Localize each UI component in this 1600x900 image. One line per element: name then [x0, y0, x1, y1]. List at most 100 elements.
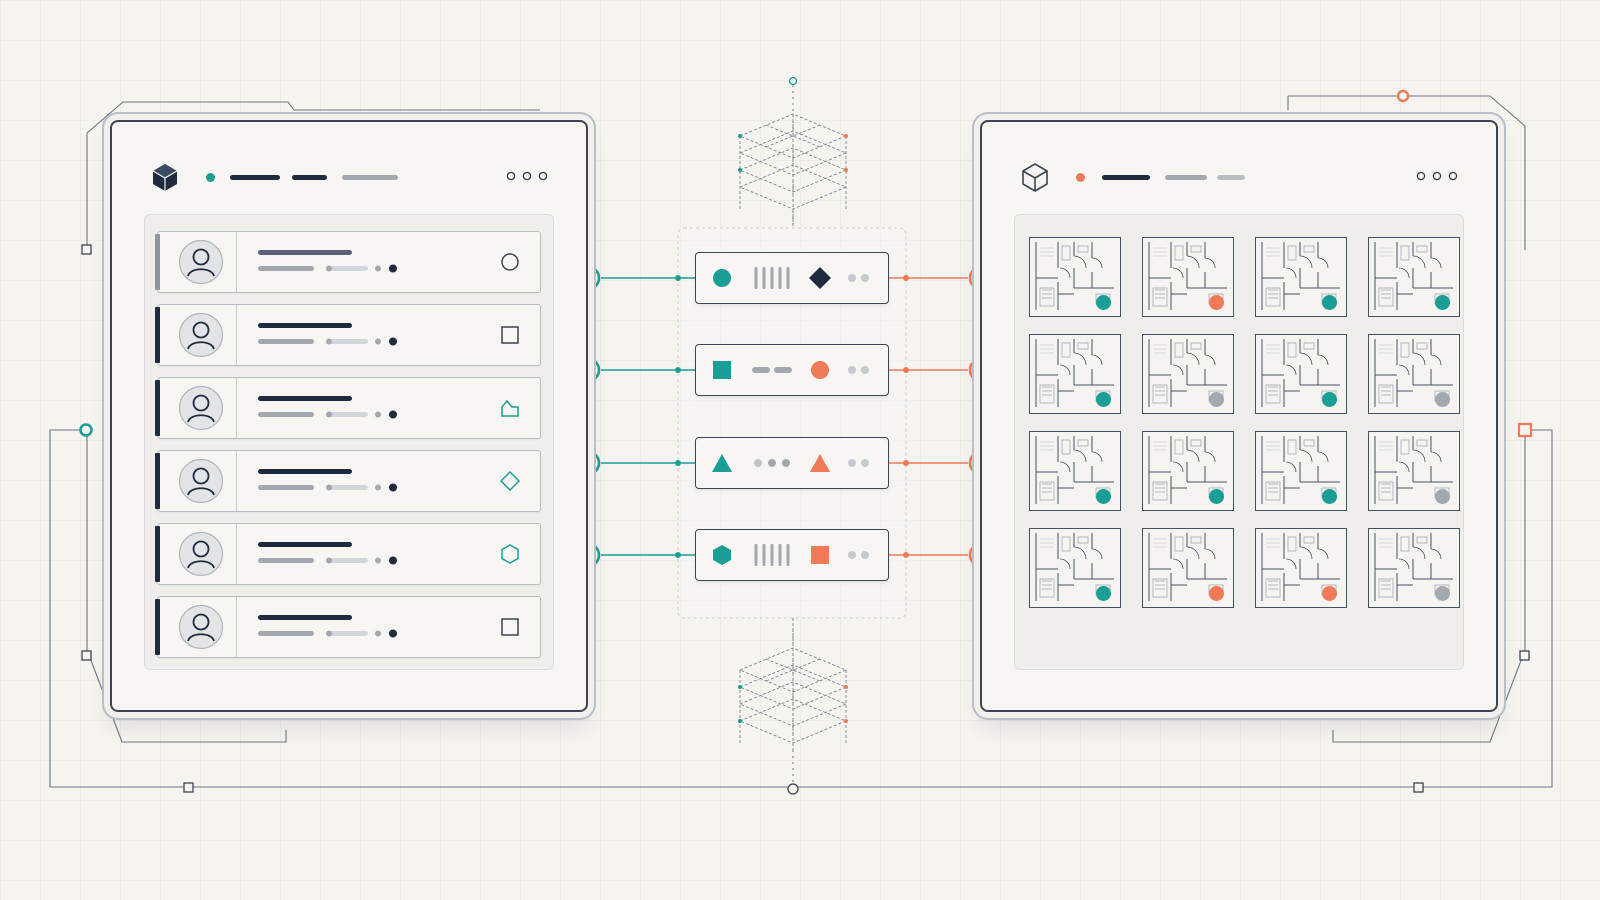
hexagon-outline-icon — [501, 544, 519, 564]
status-dot-teal — [1096, 586, 1111, 601]
list-item[interactable] — [155, 596, 541, 658]
avatar-cell — [162, 451, 237, 511]
row-accent — [155, 453, 160, 509]
floor-plan-panel — [980, 120, 1498, 712]
bars-indicator — [754, 544, 790, 566]
isometric-stack-bottom — [738, 618, 848, 750]
floor-plan-tile[interactable] — [1255, 431, 1347, 511]
avatar-cell — [162, 524, 237, 584]
row-text-placeholder — [258, 469, 397, 492]
status-dot-gray — [1435, 586, 1450, 601]
row-accent — [155, 599, 160, 655]
diamond-outline-icon — [500, 471, 520, 491]
status-dot-coral — [1209, 586, 1224, 601]
status-dot-gray — [1209, 392, 1224, 407]
house-outline-icon — [501, 399, 519, 417]
status-dot-coral — [1322, 586, 1337, 601]
dashes-indicator — [752, 367, 792, 373]
user-avatar-icon — [178, 531, 224, 577]
row-accent — [155, 526, 160, 582]
connector-card[interactable] — [695, 344, 889, 396]
status-dot — [1076, 173, 1085, 182]
user-avatar-icon — [178, 458, 224, 504]
list-item[interactable] — [155, 304, 541, 366]
floor-plan-tile[interactable] — [1029, 528, 1121, 608]
floor-plan-tile[interactable] — [1368, 431, 1460, 511]
row-text-placeholder — [258, 615, 397, 638]
floor-plan-tile[interactable] — [1029, 334, 1121, 414]
outer-circuit-lines — [49, 95, 1553, 788]
connector-frame — [677, 227, 907, 619]
floor-plan-tile[interactable] — [1142, 237, 1234, 317]
user-avatar-icon — [178, 604, 224, 650]
avatar-cell — [162, 305, 237, 365]
row-text-placeholder — [258, 323, 397, 346]
teal-circle-icon — [713, 269, 731, 287]
coral-square-icon — [811, 546, 829, 564]
more-horizontal-icon[interactable] — [1416, 170, 1458, 182]
row-text-placeholder — [258, 396, 397, 419]
square-outline-icon — [501, 618, 519, 636]
connector-card[interactable] — [695, 529, 889, 581]
floor-plan-tile[interactable] — [1142, 528, 1234, 608]
coral-square-node-icon — [1517, 422, 1533, 438]
status-dot-teal — [1322, 392, 1337, 407]
row-accent — [155, 234, 160, 290]
dots-indicator — [754, 459, 790, 467]
cube-outline-icon — [1022, 163, 1048, 192]
user-list-panel — [110, 120, 588, 712]
status-dot-teal — [1322, 489, 1337, 504]
square-outline-icon — [501, 326, 519, 344]
row-text-placeholder — [258, 542, 397, 565]
floor-plan-tile[interactable] — [1142, 431, 1234, 511]
header-bar — [342, 175, 398, 180]
list-item[interactable] — [155, 377, 541, 439]
connector-small-dots — [675, 275, 909, 558]
isometric-stack-top — [738, 113, 848, 226]
header-bar — [1102, 175, 1150, 180]
header-bar — [292, 175, 327, 180]
floor-plan-tile[interactable] — [1029, 431, 1121, 511]
coral-circle-icon — [811, 361, 829, 379]
panel-header — [150, 162, 548, 191]
header-bar — [1217, 175, 1245, 180]
row-accent — [155, 380, 160, 436]
floor-plan-tile[interactable] — [1368, 334, 1460, 414]
avatar-cell — [162, 378, 237, 438]
floor-plan-tile[interactable] — [1142, 334, 1234, 414]
row-text-placeholder — [258, 250, 397, 273]
circuit-nodes — [81, 76, 1530, 795]
teal-triangle-icon — [712, 454, 732, 472]
connector-card[interactable] — [695, 437, 889, 489]
status-dot-teal — [1322, 295, 1337, 310]
navy-diamond-icon — [809, 267, 831, 289]
coral-node-icon — [1396, 89, 1410, 103]
avatar-cell — [162, 232, 237, 292]
user-list — [144, 214, 554, 670]
floor-plan-tile[interactable] — [1255, 334, 1347, 414]
more-dots-icon — [848, 366, 869, 374]
floor-plan-tile[interactable] — [1368, 237, 1460, 317]
panel-header — [1020, 162, 1458, 192]
bars-indicator — [754, 267, 790, 289]
user-avatar-icon — [178, 385, 224, 431]
status-dot-gray — [1435, 392, 1450, 407]
more-horizontal-icon[interactable] — [506, 170, 548, 182]
floor-plan-tile[interactable] — [1029, 237, 1121, 317]
floor-plan-tile[interactable] — [1255, 528, 1347, 608]
avatar-cell — [162, 597, 237, 657]
status-dot-teal — [1096, 295, 1111, 310]
connector-card[interactable] — [695, 252, 889, 304]
more-dots-icon — [848, 459, 869, 467]
status-dot-gray — [1435, 489, 1450, 504]
floor-plan-tile[interactable] — [1255, 237, 1347, 317]
user-avatar-icon — [178, 239, 224, 285]
status-dot-teal — [1096, 392, 1111, 407]
row-accent — [155, 307, 160, 363]
stack-markers — [738, 134, 848, 723]
floor-plan-tile[interactable] — [1368, 528, 1460, 608]
user-avatar-icon — [178, 312, 224, 358]
list-item[interactable] — [155, 231, 541, 293]
list-item[interactable] — [155, 523, 541, 585]
list-item[interactable] — [155, 450, 541, 512]
